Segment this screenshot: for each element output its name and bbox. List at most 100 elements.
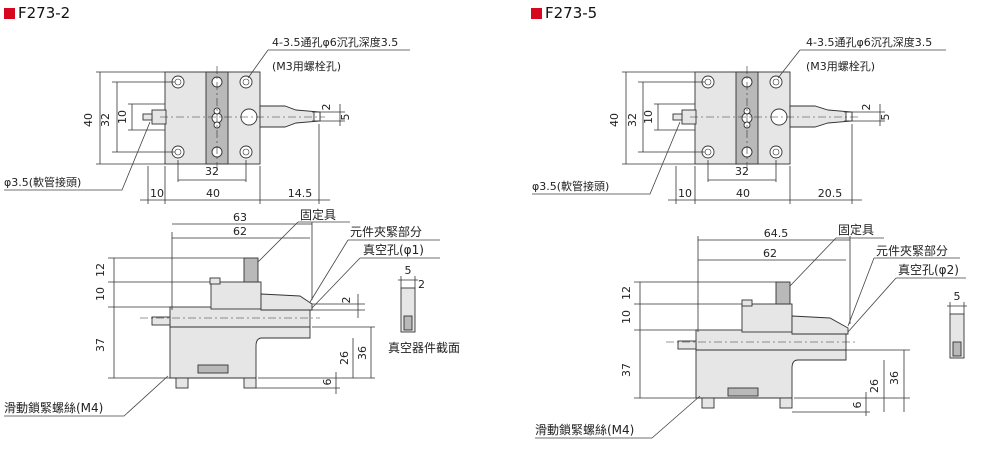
- dim-10: 10: [642, 110, 655, 124]
- vacuum-section-hatch: [952, 341, 962, 357]
- hole-note: 4-3.5通孔φ6沉孔深度3.5: [272, 35, 398, 49]
- side-foot: [701, 397, 715, 409]
- hose-nozzle: [142, 113, 153, 121]
- dim-40: 40: [608, 113, 621, 127]
- dim-5: 5: [879, 114, 892, 121]
- section-dim-5: 5: [405, 264, 412, 277]
- dim-37: 37: [620, 363, 633, 377]
- dim-10-bottom: 10: [678, 187, 692, 200]
- hose-label: φ3.5(軟管接頭): [532, 179, 609, 193]
- f273-5-drawing: 40 32 10 2 5 32 10 40 20.5 4-3.5通孔φ6沉孔深度…: [532, 35, 967, 439]
- clamp-label: 固定具: [838, 222, 874, 237]
- model-title-f273-2: F273-2: [4, 4, 70, 22]
- hose-label: φ3.5(軟管接頭): [4, 175, 81, 189]
- dim-10-side: 10: [620, 310, 633, 324]
- top-view-arm: [789, 105, 853, 128]
- side-view-block: [741, 303, 793, 333]
- dim-2: 2: [860, 104, 873, 111]
- side-view-arm: [791, 315, 849, 335]
- clamp-leader: [789, 237, 884, 287]
- dim-32: 32: [99, 113, 112, 127]
- lock-label: 滑動鎖緊螺絲(M4): [535, 422, 634, 437]
- side-view-arm: [260, 293, 313, 311]
- clamp-knob: [775, 281, 791, 305]
- dim-40: 40: [82, 113, 95, 127]
- dim-32-bottom: 32: [205, 165, 219, 178]
- dim-6: 6: [321, 379, 334, 386]
- lock-screw-window: [727, 387, 759, 397]
- side-foot: [779, 397, 793, 409]
- lock-leader: [4, 375, 169, 417]
- vacuum-label: 真空孔(φ1): [363, 243, 424, 257]
- lock-screw-window: [197, 364, 229, 374]
- side-view-base: [695, 349, 847, 399]
- dim-10-bottom: 10: [150, 187, 164, 200]
- top-view-arm: [259, 105, 321, 128]
- dim-40-bottom: 40: [736, 187, 750, 200]
- model-title-text: F273-2: [18, 4, 71, 22]
- dim-36: 36: [888, 371, 901, 385]
- dim-36: 36: [356, 346, 369, 360]
- dim-63: 64.5: [764, 227, 789, 240]
- dim-12: 12: [620, 286, 633, 300]
- clamp-label: 固定具: [300, 207, 336, 222]
- hole-leader: [247, 49, 410, 79]
- dim-2-side: 2: [340, 297, 353, 304]
- model-title-text: F273-5: [545, 4, 598, 22]
- vacuum-label: 真空孔(φ2): [898, 263, 959, 277]
- side-view-fitting: [151, 316, 171, 326]
- dim-32-bottom: 32: [735, 165, 749, 178]
- hose-nozzle: [672, 113, 683, 121]
- side-view-pin: [209, 277, 221, 285]
- arm-tip: [845, 111, 853, 122]
- vacuum-leader: [311, 257, 440, 309]
- dim-2: 2: [320, 104, 333, 111]
- clamp-leader: [257, 221, 350, 263]
- side-view-fitting: [677, 340, 697, 350]
- dim-right: 14.5: [288, 187, 313, 200]
- lock-label: 滑動鎖緊螺絲(M4): [4, 400, 103, 415]
- grip-leader: [309, 239, 440, 303]
- hole-leader: [777, 49, 946, 79]
- grip-label: 元件夾緊部分: [876, 243, 948, 258]
- dim-62: 62: [763, 247, 777, 260]
- red-square-icon: [4, 7, 15, 19]
- dim-32: 32: [626, 113, 639, 127]
- dim-26: 26: [868, 379, 881, 393]
- dim-62: 62: [233, 225, 247, 238]
- hose-leader: [532, 121, 681, 195]
- dim-6: 6: [851, 402, 864, 409]
- side-foot: [243, 377, 257, 389]
- dim-26: 26: [338, 351, 351, 365]
- dim-12: 12: [94, 263, 107, 277]
- side-foot: [175, 377, 189, 389]
- hole-note: 4-3.5通孔φ6沉孔深度3.5: [806, 35, 932, 49]
- grip-label: 元件夾緊部分: [350, 224, 422, 239]
- clamp-knob: [243, 257, 259, 283]
- side-view-base: [169, 326, 311, 379]
- section-label: 真空器件截面: [388, 341, 460, 355]
- screw-note: (M3用螺栓孔): [272, 59, 341, 73]
- side-view-block: [210, 281, 262, 310]
- section-dim-5: 5: [954, 290, 961, 303]
- dim-37: 37: [94, 338, 107, 352]
- lock-leader: [535, 395, 701, 439]
- f273-2-drawing: 40 32 10 2 5 32 10 40 14.5 4-3.5通孔φ6沉孔深度…: [4, 35, 460, 417]
- dim-10: 10: [116, 110, 129, 124]
- dim-40-bottom: 40: [206, 187, 220, 200]
- grip-leader: [847, 257, 960, 327]
- arm-tip: [313, 111, 321, 122]
- dim-5: 5: [339, 114, 352, 121]
- vacuum-section-hatch: [403, 315, 413, 331]
- hose-leader: [4, 121, 151, 191]
- section-dim-2: 2: [418, 278, 425, 291]
- dim-right: 20.5: [818, 187, 843, 200]
- screw-note: (M3用螺栓孔): [806, 59, 875, 73]
- dim-63: 63: [233, 211, 247, 224]
- vacuum-leader: [847, 277, 966, 333]
- model-title-f273-5: F273-5: [531, 4, 597, 22]
- red-square-icon: [531, 7, 542, 19]
- side-view-pin: [741, 299, 753, 307]
